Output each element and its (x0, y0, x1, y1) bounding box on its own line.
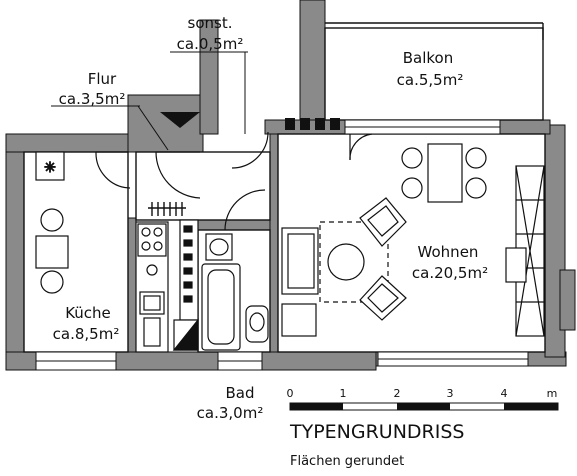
label-bad-name: Bad (225, 384, 254, 402)
scale-tick-2: 2 (394, 387, 401, 400)
windows (35, 119, 529, 371)
scale-unit: m (547, 387, 558, 400)
scale-tick-1: 1 (340, 387, 347, 400)
label-balkon-area: ca.5,5m² (397, 71, 464, 89)
kitchen-furniture: ✳ (35, 151, 199, 353)
scale-tick-0: 0 (287, 387, 294, 400)
scale-bar: 0 1 2 3 4 m (287, 387, 559, 411)
label-flur-name: Flur (88, 70, 117, 88)
radiator (148, 202, 186, 216)
label-sonst-area: ca.0,5m² (177, 35, 244, 53)
doors (95, 131, 373, 231)
label-wohnen-area: ca.20,5m² (412, 264, 488, 282)
living-furniture (281, 143, 545, 337)
scale-tick-4: 4 (501, 387, 508, 400)
label-kueche-name: Küche (65, 304, 111, 322)
label-wohnen-name: Wohnen (418, 243, 479, 261)
plan-title: TYPENGRUNDRISS (289, 421, 465, 443)
scale-tick-3: 3 (447, 387, 454, 400)
label-bad-area: ca.3,0m² (197, 404, 264, 422)
label-balkon-name: Balkon (403, 49, 454, 67)
label-kueche-area: ca.8,5m² (53, 325, 120, 343)
leader-lines (51, 51, 248, 151)
label-sonst-name: sonst. (188, 14, 233, 32)
svg-text:✳: ✳ (44, 160, 56, 176)
bath-fixtures (201, 233, 269, 351)
label-flur-area: ca.3,5m² (59, 90, 126, 108)
vent-shafts (160, 112, 340, 130)
plan-subtitle: Flächen gerundet (290, 454, 404, 469)
